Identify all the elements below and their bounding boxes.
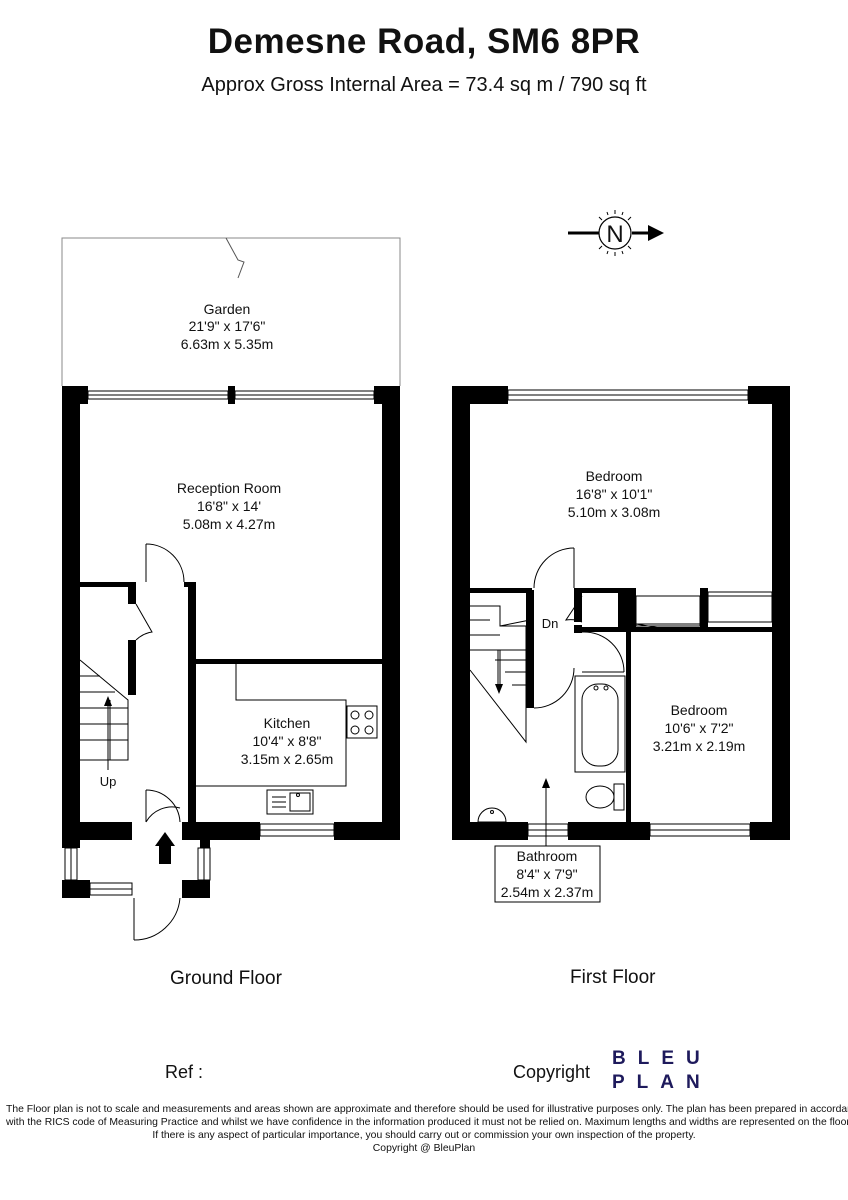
first-floor-walls [452, 386, 790, 840]
stairs-up-arrow-icon [104, 696, 112, 706]
garden-label: Garden 21'9" x 17'6" 6.63m x 5.35m [181, 301, 274, 352]
disclaimer-line: If there is any aspect of particular imp… [152, 1130, 696, 1141]
svg-text:Bedroom: Bedroom [671, 702, 728, 718]
svg-text:8'4" x 7'9": 8'4" x 7'9" [516, 866, 577, 882]
garden-break-mark [225, 237, 245, 279]
svg-text:16'8" x 14': 16'8" x 14' [197, 498, 261, 514]
ground-stairs [79, 659, 129, 770]
north-arrow-icon: N [568, 210, 664, 256]
svg-text:21'9" x 17'6": 21'9" x 17'6" [189, 318, 266, 334]
gross-area-subtitle: Approx Gross Internal Area = 73.4 sq m /… [201, 74, 647, 96]
first-floor-plan: Dn Bedroom 16'8" x 10'1" 5.10m x 3.08m B… [452, 386, 790, 903]
ground-floor-walls [62, 386, 400, 898]
bathroom-label: Bathroom 8'4" x 7'9" 2.54m x 2.37m [501, 848, 594, 900]
svg-text:Bedroom: Bedroom [586, 468, 643, 484]
ref-label: Ref : [165, 1062, 204, 1082]
copyright-label: Copyright [513, 1062, 591, 1082]
svg-text:3.21m x 2.19m: 3.21m x 2.19m [653, 738, 746, 754]
ground-stairs-label: Up [100, 774, 117, 789]
first-doors [533, 547, 625, 709]
disclaimer: The Floor plan is not to scale and measu… [6, 1103, 848, 1155]
bedroom-2-label: Bedroom 10'6" x 7'2" 3.21m x 2.19m [653, 702, 746, 754]
svg-text:Bathroom: Bathroom [517, 848, 578, 864]
sink-icon [266, 789, 314, 815]
svg-text:10'4" x 8'8": 10'4" x 8'8" [253, 733, 322, 749]
entrance-arrow-icon [155, 832, 175, 864]
bathroom-label-box [494, 845, 601, 903]
reception-room-label: Reception Room 16'8" x 14' 5.08m x 4.27m [177, 480, 281, 532]
disclaimer-line: The Floor plan is not to scale and measu… [6, 1104, 848, 1115]
bathtub-icon [574, 675, 626, 773]
basin-icon [477, 807, 507, 823]
ground-floor-label: Ground Floor [170, 968, 282, 989]
svg-text:Garden: Garden [204, 301, 251, 317]
logo-line-1: BLEU [612, 1048, 712, 1069]
ground-doors [133, 543, 196, 941]
stairs-down-arrow-icon [495, 684, 503, 694]
bathroom-pointer [542, 778, 550, 846]
ground-floor-plan: Up Garden 21'9" x 17'6" 6.63m x 5.35m Re… [61, 237, 401, 941]
patio-doors [87, 390, 375, 400]
svg-text:6.63m x 5.35m: 6.63m x 5.35m [181, 336, 274, 352]
bedroom-1-label: Bedroom 16'8" x 10'1" 5.10m x 3.08m [568, 468, 661, 520]
disclaimer-line: with the RICS code of Measuring Practice… [6, 1117, 848, 1128]
svg-text:16'8" x 10'1": 16'8" x 10'1" [576, 486, 653, 502]
kitchen-units [196, 664, 378, 787]
garden-boundary [61, 237, 401, 386]
page-title: Demesne Road, SM6 8PR [207, 22, 641, 61]
svg-text:3.15m x 2.65m: 3.15m x 2.65m [241, 751, 334, 767]
svg-text:5.08m x 4.27m: 5.08m x 4.27m [183, 516, 276, 532]
svg-text:2.54m x 2.37m: 2.54m x 2.37m [501, 884, 594, 900]
bleuplan-logo: BLEU PLAN [612, 1047, 712, 1095]
logo-line-2: PLAN [612, 1072, 712, 1093]
first-stairs-label: Dn [542, 616, 559, 631]
svg-text:5.10m x 3.08m: 5.10m x 3.08m [568, 504, 661, 520]
svg-text:Kitchen: Kitchen [264, 715, 311, 731]
svg-text:10'6" x 7'2": 10'6" x 7'2" [665, 720, 734, 736]
first-stairs [469, 605, 531, 744]
kitchen-label: Kitchen 10'4" x 8'8" 3.15m x 2.65m [241, 715, 334, 767]
disclaimer-copyright: Copyright @ BleuPlan [372, 1143, 476, 1154]
toilet-icon [585, 783, 625, 811]
first-floor-label: First Floor [570, 967, 656, 988]
compass-label: N [606, 221, 623, 248]
svg-text:Reception Room: Reception Room [177, 480, 281, 496]
